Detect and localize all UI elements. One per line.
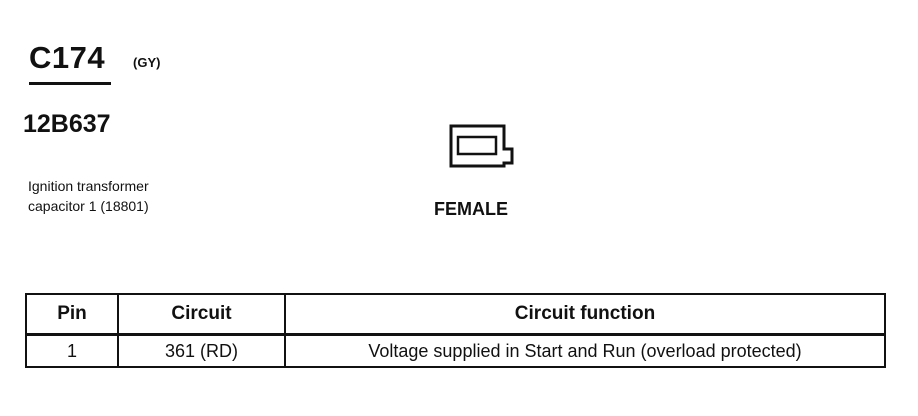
cell-circuit-function: Voltage supplied in Start and Run (overl… [284,333,886,368]
part-number: 12B637 [23,110,111,138]
connector-color: (GY) [133,55,161,70]
cell-pin: 1 [25,333,119,368]
connector-outline [449,124,514,168]
connector-cavity [456,135,498,156]
header-circuit: Circuit [117,293,286,336]
table-header-row: Pin Circuit Circuit function [25,293,886,336]
table-row: 1 361 (RD) Voltage supplied in Start and… [25,333,886,368]
connector-gender-label: FEMALE [434,199,508,219]
connector-description: Ignition transformer capacitor 1 (18801) [28,176,149,216]
cell-circuit: 361 (RD) [117,333,286,368]
connector-id-underline [29,82,111,85]
description-line-1: Ignition transformer [28,178,149,194]
description-line-2: capacitor 1 (18801) [28,198,149,214]
connector-face-icon [449,124,514,168]
pin-table: Pin Circuit Circuit function 1 361 (RD) … [25,293,886,368]
header-pin: Pin [25,293,119,336]
header-circuit-function: Circuit function [284,293,886,336]
connector-id: C174 [29,40,106,75]
